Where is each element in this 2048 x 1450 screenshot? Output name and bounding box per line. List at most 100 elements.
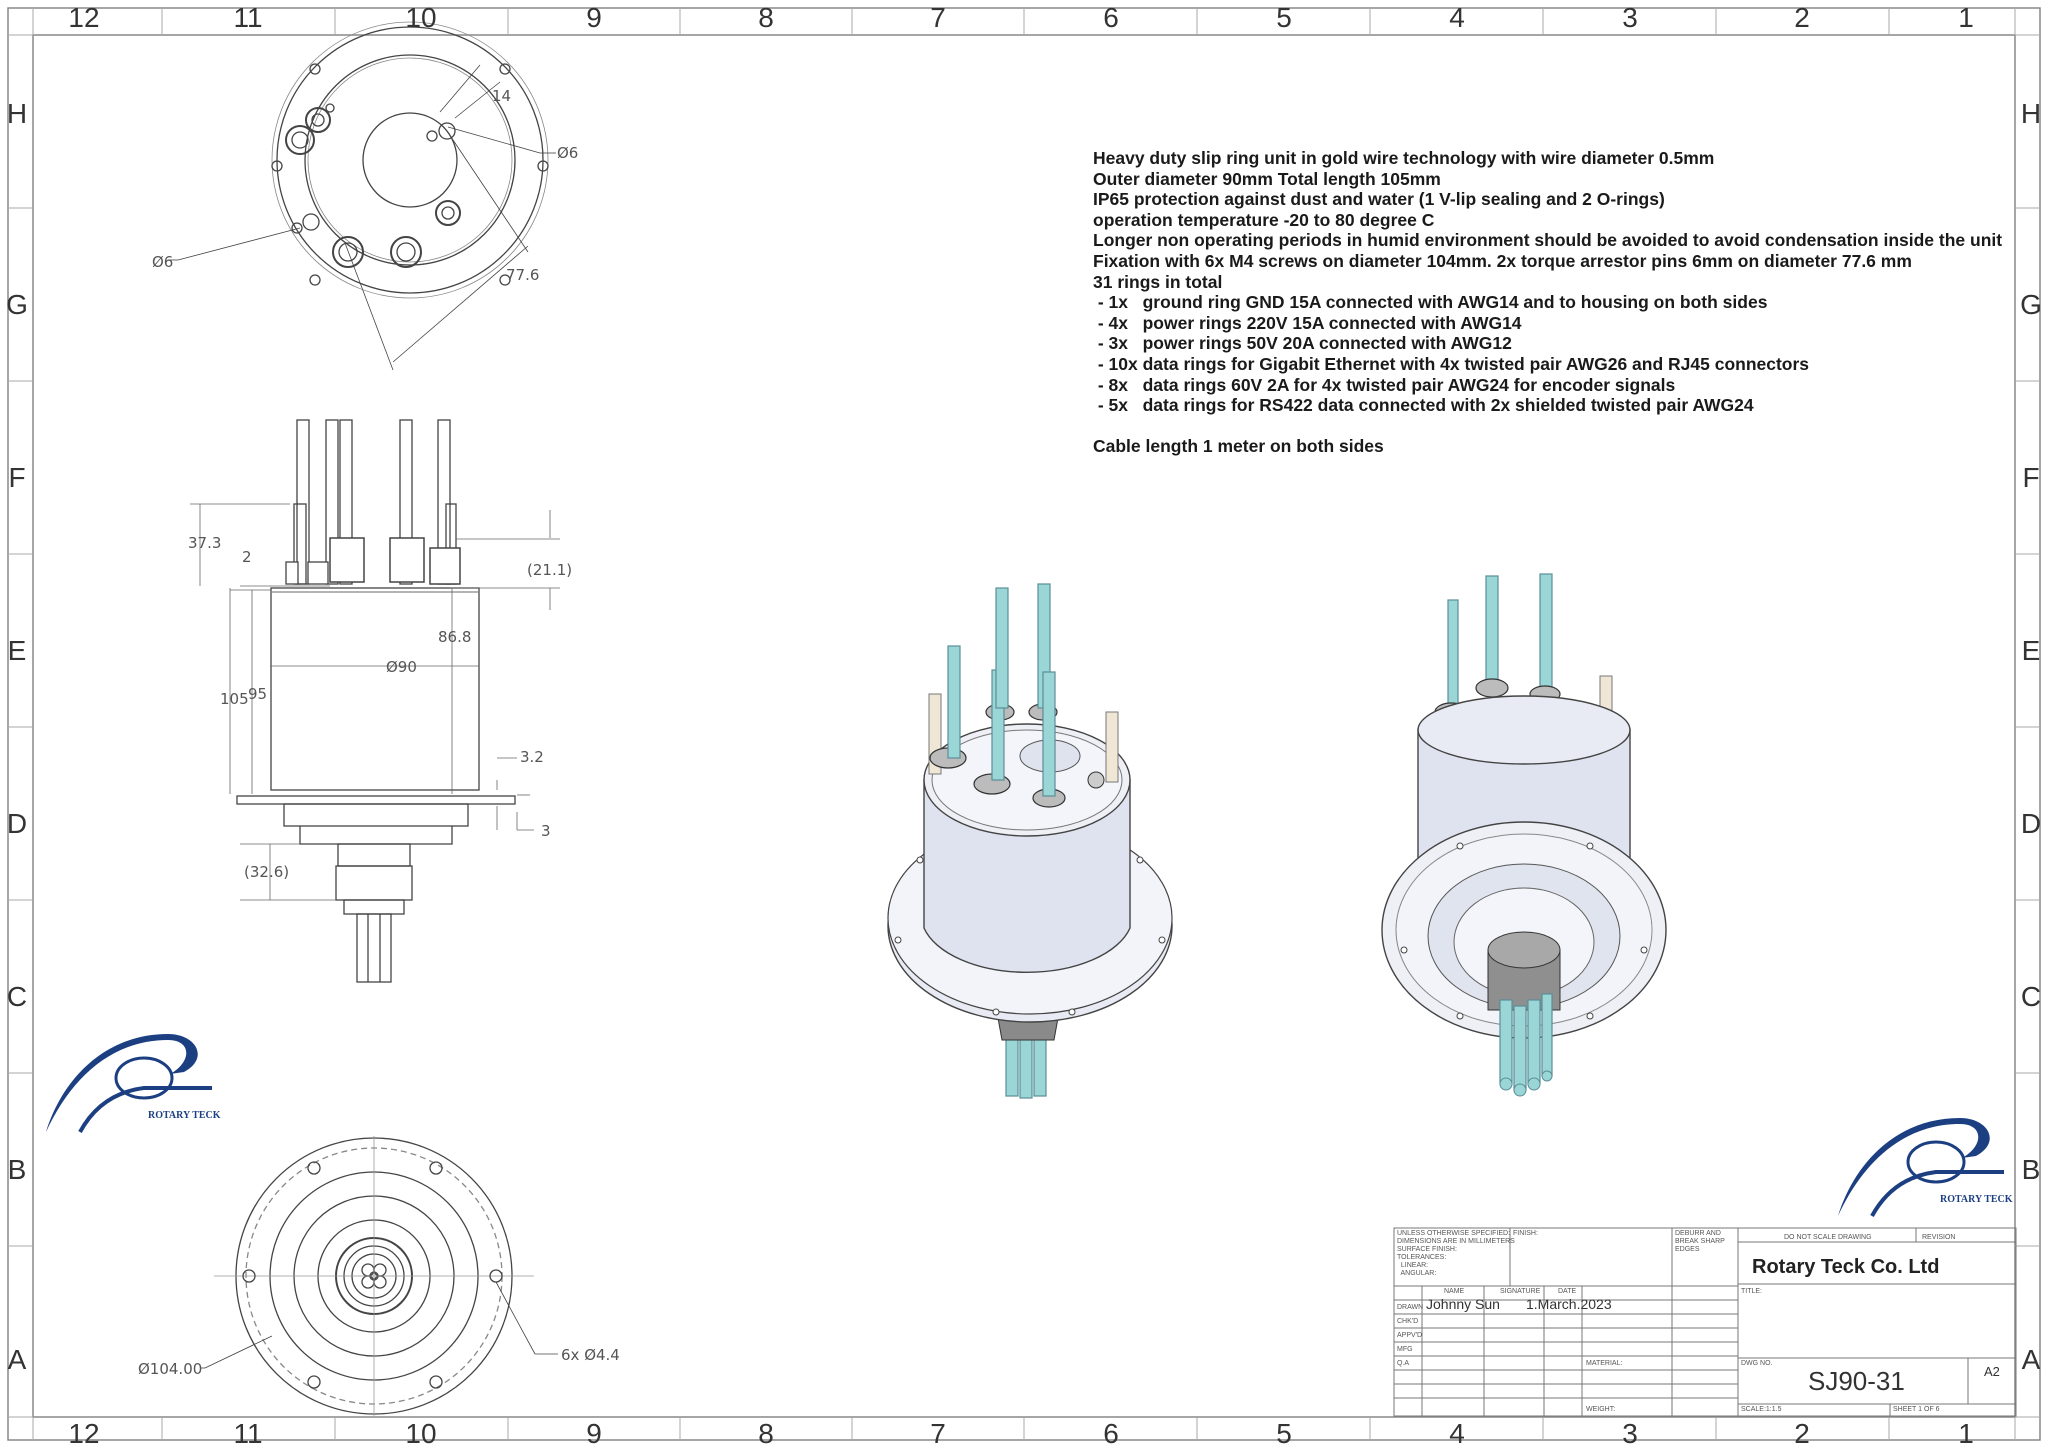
sheet-label: SHEET 1 OF 6 bbox=[1893, 1406, 1940, 1413]
iso2-cables bbox=[1499, 993, 1553, 1091]
zone-row-label: H bbox=[2020, 98, 2042, 129]
zone-column-label: 11 bbox=[233, 2, 263, 33]
note-line: - 8x data rings 60V 2A for 4x twisted pa… bbox=[1093, 374, 1676, 395]
col-date-label: DATE bbox=[1558, 1288, 1577, 1295]
zone-column-label: 2 bbox=[1794, 1418, 1810, 1449]
tolerance-line: LINEAR: bbox=[1397, 1262, 1429, 1269]
sheet-size: A2 bbox=[1984, 1364, 2000, 1379]
dim-d6-left: Ø6 bbox=[152, 253, 173, 271]
company-logo-left: ROTARY TECK bbox=[46, 1034, 221, 1133]
approval-row-label: MFG bbox=[1397, 1346, 1413, 1353]
side-view-flange bbox=[236, 795, 516, 805]
zone-row-label: B bbox=[2021, 1154, 2041, 1185]
note-line: Longer non operating periods in humid en… bbox=[1093, 230, 2003, 251]
zone-column-label: 4 bbox=[1449, 1418, 1465, 1449]
dim-d6-right: Ø6 bbox=[557, 144, 578, 162]
approval-row-label: Q.A bbox=[1397, 1360, 1410, 1367]
approval-row-label: APPV'D bbox=[1397, 1332, 1423, 1339]
dim-3: 3 bbox=[541, 822, 551, 840]
zone-column-label: 2 bbox=[1794, 2, 1810, 33]
dim-86-8: 86.8 bbox=[438, 628, 471, 646]
do-not-scale-note: DO NOT SCALE DRAWING bbox=[1784, 1234, 1872, 1241]
zone-column-label: 12 bbox=[68, 1418, 100, 1449]
deburr-line: EDGES bbox=[1675, 1246, 1700, 1253]
approval-row-label: CHK'D bbox=[1397, 1318, 1419, 1325]
note-line bbox=[1093, 416, 2013, 437]
zone-row-label: G bbox=[2020, 289, 2042, 320]
zone-row-label: G bbox=[6, 289, 28, 320]
company-logo-right: ROTARY TECK bbox=[1838, 1118, 2013, 1217]
dim-21-1: (21.1) bbox=[527, 561, 572, 579]
top-view-flange bbox=[276, 26, 544, 294]
note-line: - 4x power rings 220V 15A connected with… bbox=[1093, 312, 1522, 333]
isometric-view-top bbox=[887, 583, 1173, 1099]
zone-row-label: C bbox=[2020, 981, 2042, 1012]
dwg-no-label: DWG NO. bbox=[1741, 1360, 1773, 1367]
isometric-view-bottom bbox=[1381, 573, 1667, 1097]
note-line: Cable length 1 meter on both sides bbox=[1093, 436, 1384, 457]
note-line: - 1x ground ring GND 15A connected with … bbox=[1093, 292, 1768, 313]
finish-label: FINISH: bbox=[1513, 1230, 1538, 1237]
drawn-name: Johnny Sun bbox=[1426, 1296, 1500, 1312]
deburr-line: BREAK SHARP bbox=[1675, 1238, 1725, 1245]
note-line: - 5x data rings for RS422 data connected… bbox=[1093, 395, 1754, 416]
zone-column-label: 3 bbox=[1622, 2, 1638, 33]
note-line: Fixation with 6x M4 screws on diameter 1… bbox=[1093, 250, 1912, 271]
zone-row-label: F bbox=[2022, 462, 2040, 493]
side-view bbox=[190, 419, 560, 983]
zone-column-label: 7 bbox=[930, 2, 946, 33]
top-view bbox=[168, 21, 556, 371]
zone-column-label: 12 bbox=[68, 2, 100, 33]
zone-column-label: 3 bbox=[1622, 1418, 1638, 1449]
side-view-cable bbox=[296, 419, 310, 585]
title-label: TITLE: bbox=[1741, 1288, 1763, 1295]
zone-row-label: E bbox=[2021, 635, 2041, 666]
dim-14: 14 bbox=[492, 87, 511, 105]
top-view-bore bbox=[362, 112, 458, 208]
zone-row-label: A bbox=[7, 1344, 27, 1375]
zone-row-label: D bbox=[2020, 808, 2042, 839]
zone-row-label: C bbox=[6, 981, 28, 1012]
zone-row-label: E bbox=[7, 635, 27, 666]
general-notes: Heavy duty slip ring unit in gold wire t… bbox=[1093, 148, 2013, 457]
zone-row-label: A bbox=[2021, 1344, 2041, 1375]
dim-105: 105 bbox=[220, 690, 249, 708]
note-line: - 3x power rings 50V 20A connected with … bbox=[1093, 333, 1512, 354]
note-line: Heavy duty slip ring unit in gold wire t… bbox=[1093, 148, 1715, 168]
zone-column-label: 8 bbox=[758, 2, 774, 33]
scale-label: SCALE:1:1.5 bbox=[1741, 1406, 1782, 1413]
col-name-label: NAME bbox=[1444, 1288, 1465, 1295]
zone-column-label: 1 bbox=[1958, 1418, 1974, 1449]
zone-column-label: 5 bbox=[1276, 2, 1292, 33]
revision-label: REVISION bbox=[1922, 1234, 1956, 1241]
dim-3-2: 3.2 bbox=[520, 748, 544, 766]
zone-row-label: B bbox=[7, 1154, 27, 1185]
title-block-grid bbox=[1393, 1227, 2017, 1417]
bottom-view bbox=[200, 1136, 558, 1416]
zone-column-label: 6 bbox=[1103, 1418, 1119, 1449]
note-line: operation temperature -20 to 80 degree C bbox=[1093, 209, 1435, 230]
zone-ticks bbox=[8, 8, 2040, 1440]
drawn-date: 1.March.2023 bbox=[1526, 1296, 1612, 1312]
weight-label: WEIGHT: bbox=[1586, 1406, 1616, 1413]
zone-column-label: 7 bbox=[930, 1418, 946, 1449]
tolerance-line: DIMENSIONS ARE IN MILLIMETERS bbox=[1397, 1238, 1515, 1245]
dim-77-6: 77.6 bbox=[506, 266, 539, 284]
zone-column-label: 9 bbox=[586, 2, 602, 33]
svg-text:ROTARY TECK: ROTARY TECK bbox=[1940, 1194, 2013, 1205]
top-view-housing bbox=[304, 54, 516, 266]
svg-text:ROTARY TECK: ROTARY TECK bbox=[148, 1110, 221, 1121]
tolerance-line: UNLESS OTHERWISE SPECIFIED: bbox=[1397, 1230, 1511, 1237]
dim-6x-d4-4: 6x Ø4.4 bbox=[561, 1346, 620, 1364]
iso1-cables bbox=[947, 583, 1056, 797]
dim-95: 95 bbox=[248, 685, 267, 703]
col-signature-label: SIGNATURE bbox=[1500, 1288, 1541, 1295]
note-line: Outer diameter 90mm Total length 105mm bbox=[1093, 168, 1441, 189]
zone-column-label: 6 bbox=[1103, 2, 1119, 33]
zone-column-label: 10 bbox=[405, 1418, 437, 1449]
dim-32-6: (32.6) bbox=[244, 863, 289, 881]
zone-column-label: 1 bbox=[1958, 2, 1974, 33]
zone-row-label: D bbox=[6, 808, 28, 839]
zone-column-label: 11 bbox=[233, 1418, 263, 1449]
